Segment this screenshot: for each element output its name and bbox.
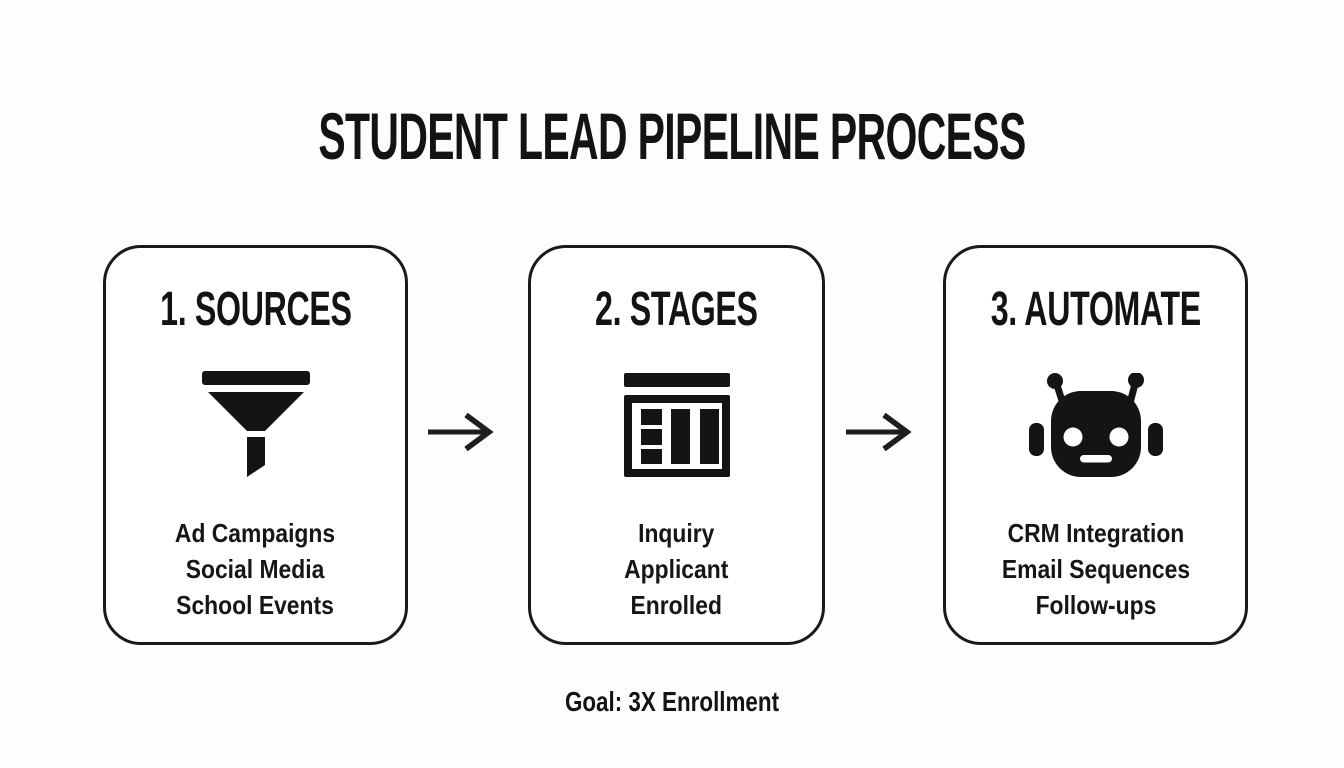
funnel-icon <box>201 371 310 478</box>
step-card-automate: 3. AUTOMATE CRM Integration Email Sequen… <box>943 245 1248 645</box>
list-item: Email Sequences <box>1001 554 1190 584</box>
list-item: CRM Integration <box>1007 518 1184 548</box>
list-item: Follow-ups <box>1035 590 1156 620</box>
page-title: STUDENT LEAD PIPELINE PROCESS <box>318 99 1026 173</box>
step-heading-sources: 1. SOURCES <box>159 283 352 336</box>
step-items-stages: Inquiry Applicant Enrolled <box>624 515 728 623</box>
kanban-board-icon <box>623 371 730 478</box>
list-item: Ad Campaigns <box>175 518 336 548</box>
list-item: Enrolled <box>630 590 723 620</box>
list-item: Inquiry <box>638 518 715 548</box>
step-items-automate: CRM Integration Email Sequences Follow-u… <box>1001 515 1189 623</box>
step-heading-automate: 3. AUTOMATE <box>990 283 1201 336</box>
step-items-sources: Ad Campaigns Social Media School Events <box>175 515 335 623</box>
list-item: Applicant <box>624 554 729 584</box>
goal-caption: Goal: 3X Enrollment <box>564 686 780 717</box>
list-item: Social Media <box>186 554 325 584</box>
step-card-stages: 2. STAGES Inquiry Applicant Enrolled <box>528 245 825 645</box>
step-heading-stages: 2. STAGES <box>595 283 758 336</box>
step-card-sources: 1. SOURCES Ad Campaigns Social Media Sch… <box>103 245 408 645</box>
right-arrow-icon <box>428 410 496 459</box>
right-arrow-icon <box>846 410 914 459</box>
robot-icon <box>1026 371 1166 478</box>
list-item: School Events <box>176 590 335 620</box>
